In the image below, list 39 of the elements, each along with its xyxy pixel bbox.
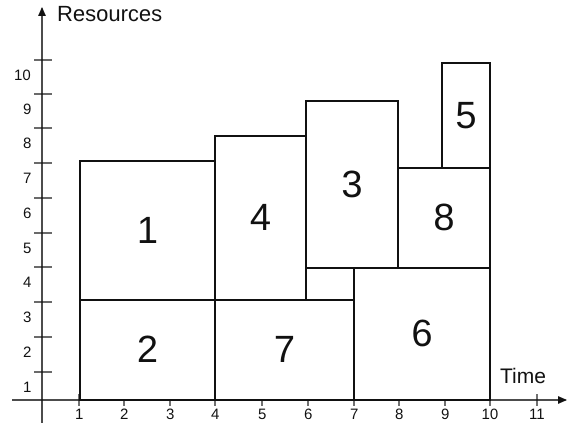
task-block xyxy=(397,167,491,269)
tick-label: 8 xyxy=(23,136,32,151)
task-number: 5 xyxy=(455,96,477,134)
tick-label: 7 xyxy=(23,171,32,186)
task-number: 6 xyxy=(411,315,433,353)
tick-label: 6 xyxy=(23,206,32,221)
task-number: 7 xyxy=(274,331,296,369)
tick-label: 3 xyxy=(23,310,32,325)
tick-label: 11 xyxy=(529,407,545,422)
task-block xyxy=(305,100,399,269)
tick-label: 5 xyxy=(23,241,32,256)
tick-label: 4 xyxy=(23,275,32,290)
task-block xyxy=(214,135,307,301)
tick-label: 2 xyxy=(23,345,32,360)
tick-label: 9 xyxy=(23,102,32,117)
tick-label: 3 xyxy=(166,407,174,422)
task-number: 1 xyxy=(136,212,158,250)
tick-label: 7 xyxy=(350,407,358,422)
tick-label: 9 xyxy=(441,407,450,422)
tick-label: 10 xyxy=(482,407,498,422)
task-number: 4 xyxy=(250,199,272,237)
task-number: 3 xyxy=(341,166,363,204)
task-block xyxy=(353,267,491,401)
tick-label: 1 xyxy=(75,407,84,422)
task-block xyxy=(79,299,216,401)
task-block xyxy=(441,62,491,169)
tick-label: 1 xyxy=(23,380,32,395)
tick-label: 10 xyxy=(14,68,31,83)
task-block xyxy=(79,160,216,301)
tick-label: 6 xyxy=(304,407,312,422)
tick-label: 4 xyxy=(211,407,220,422)
task-block xyxy=(214,299,355,401)
axis-title: Resources xyxy=(57,3,162,25)
axis-title: Time xyxy=(500,366,546,387)
task-number: 2 xyxy=(136,331,158,369)
tick-label: 2 xyxy=(120,407,128,422)
task-number: 8 xyxy=(433,199,455,237)
tick-label: 5 xyxy=(258,407,266,422)
tick-label: 8 xyxy=(395,407,404,422)
